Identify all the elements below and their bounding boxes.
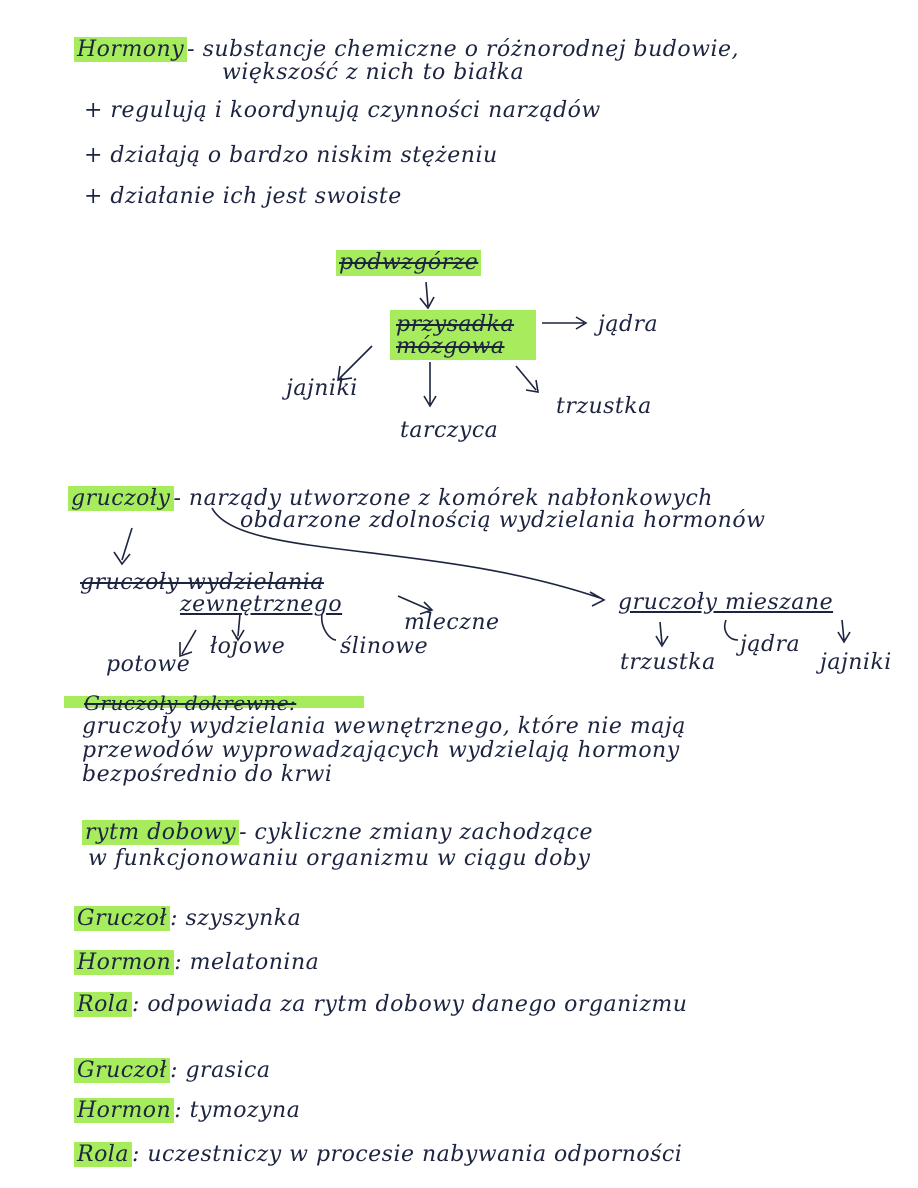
bullet-1: + regulują i koordynują czynności narząd… — [84, 98, 601, 123]
diagram-przysadka: przysadka — [396, 312, 515, 337]
exocrine-mleczne: mleczne — [404, 610, 500, 635]
entry2-rola-key: Rola — [74, 1142, 132, 1167]
arrow-to-potowe — [179, 629, 197, 658]
term-hormony: Hormony — [74, 37, 188, 62]
exocrine-lojowe: łojowe — [210, 634, 286, 659]
arrow-to-przysadka — [419, 281, 435, 310]
entry1-hormon: Hormon: melatonina — [74, 950, 319, 976]
arrow-to-slinowe — [320, 613, 337, 641]
diagram-jajniki: jajniki — [286, 376, 358, 401]
dokrewne-highlight — [64, 696, 364, 708]
diagram-jadra: jądra — [598, 312, 659, 337]
arrow-to-trzustka — [515, 365, 539, 393]
entry1-rola: Rola: odpowiada za rytm dobowy danego or… — [74, 992, 687, 1018]
arrow-to-jadra — [542, 316, 588, 330]
arrow-to-tarczyca — [423, 362, 437, 408]
arrow-to-jajniki — [337, 345, 373, 381]
entry2-rola: Rola: uczestniczy w procesie nabywania o… — [74, 1142, 682, 1168]
arrow-to-mixed-jadra — [723, 619, 739, 641]
dokrewne-line3: bezpośrednio do krwi — [82, 762, 333, 787]
mixed-title: gruczoły mieszane — [618, 590, 834, 615]
term-gruczoly-dokrewne: Gruczoły dokrewne: — [84, 691, 297, 715]
dokrewne-line1: gruczoły wydzielania wewnętrznego, które… — [82, 714, 686, 739]
diagram-trzustka: trzustka — [556, 394, 652, 419]
entry1-hormon-key: Hormon — [74, 950, 175, 975]
bullet-3: + działanie ich jest swoiste — [84, 184, 402, 209]
diagram-tarczyca: tarczyca — [400, 418, 499, 443]
entry2-gruczol: Gruczoł: grasica — [74, 1058, 270, 1084]
term-gruczoly: gruczoły — [68, 486, 174, 511]
mixed-jadra: jądra — [740, 632, 801, 657]
rytm-line1: rytm dobowy- cykliczne zmiany zachodzące — [82, 820, 593, 846]
arrow-to-mixed-jajniki — [837, 619, 851, 644]
entry1-rola-key: Rola — [74, 992, 132, 1017]
exocrine-title-line1: gruczoły wydzielania — [80, 570, 324, 595]
diagram-center-highlight — [390, 310, 536, 360]
arrow-to-lojowe — [231, 613, 245, 642]
entry2-hormon-key: Hormon — [74, 1098, 175, 1123]
bullet-2: + działają o bardzo niskim stężeniu — [84, 143, 498, 168]
exocrine-slinowe: ślinowe — [340, 634, 429, 659]
term-rytm-dobowy: rytm dobowy — [82, 820, 240, 845]
entry1-gruczol: Gruczoł: szyszynka — [74, 906, 301, 932]
diagram-podwzgorze: podwzgórze — [336, 250, 482, 276]
gruczoly-definition-line2: obdarzone zdolnością wydzielania hormonó… — [240, 508, 766, 533]
arrow-to-exocrine — [113, 527, 133, 566]
dokrewne-line2: przewodów wyprowadzających wydzielają ho… — [82, 738, 680, 763]
entry2-hormon: Hormon: tymozyna — [74, 1098, 300, 1124]
arrow-to-mixed — [211, 507, 606, 607]
arrow-to-mleczne — [397, 595, 434, 615]
mixed-trzustka: trzustka — [620, 650, 716, 675]
exocrine-potowe: potowe — [106, 652, 191, 677]
entry1-gruczol-key: Gruczoł — [74, 906, 171, 931]
arrow-to-mixed-trzustka — [655, 621, 669, 648]
hormony-definition-line2: większość z nich to białka — [222, 60, 525, 85]
hormony-definition-line1: Hormony- substancje chemiczne o różnorod… — [74, 37, 739, 63]
rytm-line2: w funkcjonowaniu organizmu w ciągu doby — [88, 846, 591, 871]
entry2-gruczol-key: Gruczoł — [74, 1058, 171, 1083]
gruczoly-definition-line1: gruczoły- narządy utworzone z komórek na… — [68, 486, 713, 512]
mixed-jajniki: jajniki — [820, 650, 892, 675]
exocrine-title-line2: zewnętrznego — [180, 592, 343, 617]
diagram-mozgowa: mózgowa — [396, 334, 505, 359]
